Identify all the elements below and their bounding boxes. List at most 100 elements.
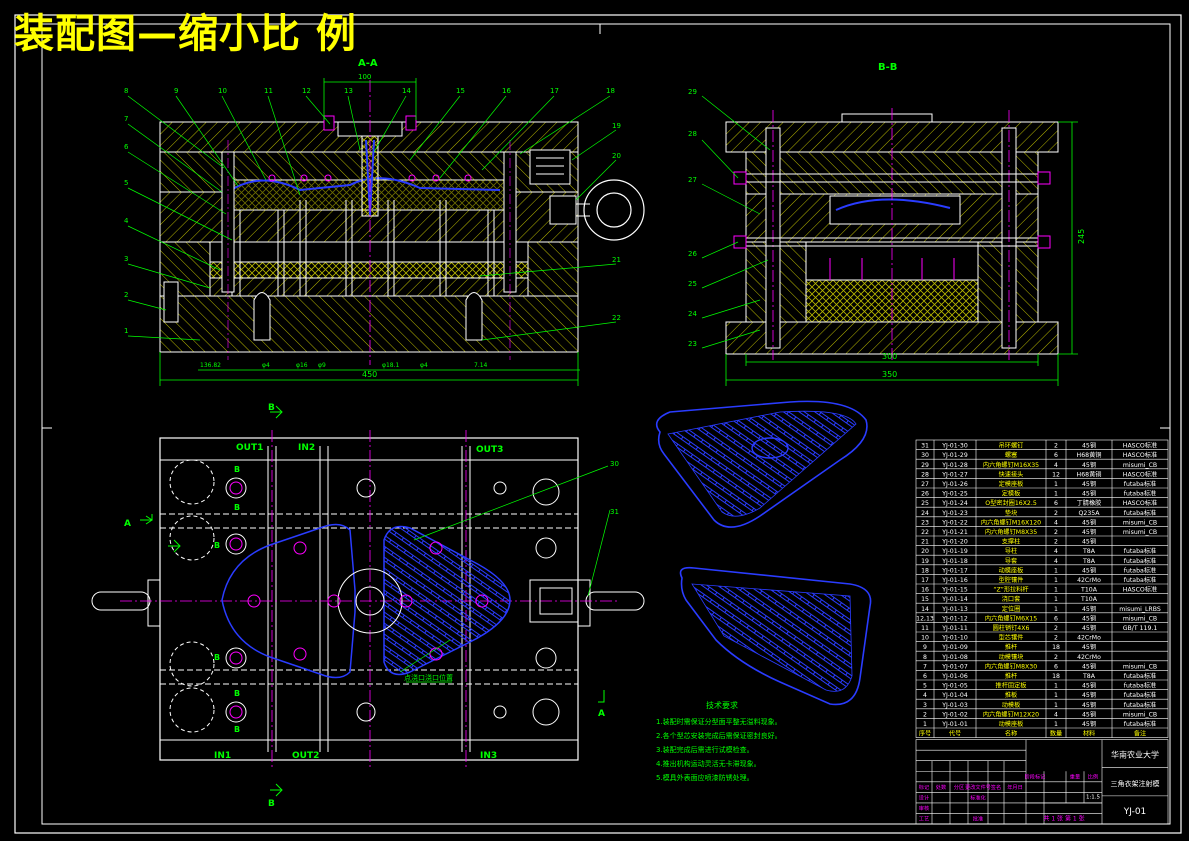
bom-cell: YJ-01-10 [941,635,968,642]
bom-cell: 5 [923,683,927,690]
bom-cell: 45钢 [1082,518,1096,526]
bom-cell: YJ-01-06 [941,673,968,680]
dim-bb-height: 245 [1077,229,1086,244]
bom-cell: HASCO标准 [1123,470,1157,478]
bom-cell: YJ-01-08 [941,654,968,661]
title-block-label: 处数 [936,783,947,791]
title-block-label: 签名 [991,783,1001,791]
bom-cell: 7 [923,663,927,670]
bom-cell: YJ-01-04 [941,692,968,699]
bom-grid [915,439,1169,738]
bom-cell: T10A [1080,596,1098,603]
bom-cell: 浇口套 [1002,595,1021,603]
gate-note: 点浇口浇口位置 [404,673,453,682]
bom-cell: futaba标准 [1124,566,1156,574]
bom-cell: misumi_CB [1123,519,1157,526]
leader-label-bb: 26 [688,250,697,258]
bom-header-cell: 材料 [1083,730,1095,738]
bom-cell: YJ-01-19 [941,548,968,555]
bom-cell: YJ-01-05 [941,683,968,690]
title-block-grid [915,739,1169,825]
bom-header-cell: 代号 [949,730,961,738]
bom-cell: 1 [1054,606,1058,613]
label-b-mark-1: B [234,465,240,474]
bom-cell: YJ-01-26 [941,481,968,488]
bom-header-cell: 备注 [1134,730,1146,738]
bom-cell: 2 [923,711,927,718]
bom-cell: 18 [921,567,929,574]
bom-cell: 螺塞 [1005,451,1017,459]
bom-cell: 16 [921,587,929,594]
bom-cell: 推杆 [1005,672,1017,680]
bom-cell: 定模板 [1002,490,1021,498]
bom-cell: 定模座板 [999,480,1024,488]
leader-label-bb: 27 [688,176,697,184]
bom-cell: YJ-01-11 [941,625,968,632]
label-in1: IN1 [214,751,231,761]
outer-frame [14,14,1182,834]
bom-cell: HASCO标准 [1123,499,1157,507]
bom-cell: YJ-01-14 [941,596,968,603]
bom-cell: 4 [1054,548,1058,555]
callout-31: 31 [610,508,619,516]
notes-item-3: 3.装配完成后需进行试模检查。 [656,745,754,754]
bom-cell: HASCO标准 [1123,451,1157,459]
bom-cell: 42CrMo [1077,635,1101,642]
bom-cell: YJ-01-13 [941,606,968,613]
bom-cell: 24 [921,510,929,517]
bom-cell: YJ-01-12 [941,615,968,622]
bom-cell: 2 [1054,625,1058,632]
bom-cell: YJ-01-21 [941,529,968,536]
bom-cell: T8A [1082,673,1096,680]
bom-cell: YJ-01-02 [941,711,968,718]
leader-label-aa: 9 [174,87,178,95]
bom-cell: 45钢 [1082,480,1096,488]
bom-cell: 2 [1054,529,1058,536]
bom-cell: 18 [1052,644,1060,651]
label-b-mark-3: B [214,541,220,550]
bom-cell: 20 [921,548,929,555]
bom-cell: 6 [1054,452,1058,459]
drawing-banner-title: 装配图—缩小比 例 [14,11,357,57]
section-bb-view [701,95,1078,386]
label-b-mark-4: B [214,653,220,662]
title-block-label: 比例 [1088,772,1098,780]
bom-cell: 11 [921,625,929,632]
notes-item-1: 1.装配时需保证分型面平整无溢料现象。 [656,717,782,726]
plan-view [91,405,645,797]
bom-cell: 28 [921,471,929,478]
bom-cell: 23 [921,519,929,526]
title-block-label: 更改文件号 [965,783,991,791]
bom-cell: GB/T 119.1 [1123,625,1158,632]
notes-item-2: 2.各个型芯安装完成后需保证密封良好。 [656,731,782,740]
leader-label-aa: 15 [456,87,465,95]
leader-label-aa: 4 [124,217,129,225]
notes-item-4: 4.推出机构运动灵活无卡滞现象。 [656,759,761,768]
part-isometric-top [655,400,868,528]
bom-cell: 18 [1052,673,1060,680]
bom-cell: 42CrMo [1077,577,1101,584]
bom-cell: 45钢 [1082,490,1096,498]
bom-cell: 45钢 [1082,691,1096,699]
bom-cell: 9 [923,644,927,651]
bom-cell: 45钢 [1082,605,1096,613]
bom-cell: futaba标准 [1124,480,1156,488]
bom-cell: futaba标准 [1124,509,1156,517]
bom-cell: YJ-01-15 [941,587,968,594]
bom-cell: 31 [921,443,929,450]
bom-cell: 2 [1054,510,1058,517]
bom-cell: 14 [921,606,929,613]
bom-cell: 快速接头 [999,470,1024,478]
dimension-label: 7.14 [474,362,488,369]
bom-cell: 6 [923,673,927,680]
part-isometric-bottom [679,566,872,706]
bom-cell: 4 [1054,462,1058,469]
bom-cell: YJ-01-29 [941,452,968,459]
leader-label-bb: 24 [688,310,697,318]
callout-30: 30 [610,460,619,468]
bom-cell: 19 [921,558,929,565]
bom-cell: 4 [923,692,927,699]
